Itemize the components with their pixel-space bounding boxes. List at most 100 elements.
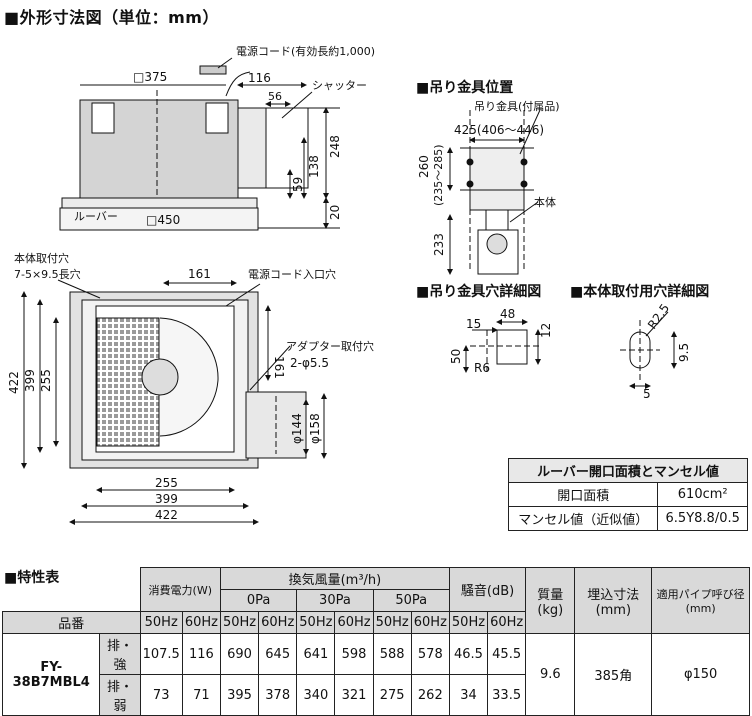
louver-panel (61, 197, 258, 209)
dim-48: 48 (500, 307, 515, 321)
hz-cell: 50Hz (372, 611, 412, 634)
cell: 645 (258, 633, 298, 675)
dim-422-vertical: 422 (7, 371, 21, 394)
cell: 116 (181, 633, 221, 675)
header-embed: 埋込寸法(mm) (574, 567, 653, 634)
bracket-left (91, 102, 115, 134)
embed-value: 385角 (574, 633, 653, 716)
cell: 107.5 (139, 633, 183, 675)
louver-munsell-label: マンセル値（近似値） (507, 506, 659, 531)
header-noise: 騒音(dB) (448, 567, 527, 612)
label-adapter-hole-size: 2-φ5.5 (290, 356, 329, 370)
cell: 33.5 (487, 674, 527, 716)
hz-cell: 60Hz (487, 611, 527, 634)
louver-table-title: ルーバー開口面積とマンセル値 (508, 458, 748, 483)
hz-cell: 60Hz (258, 611, 298, 634)
spec-table: 消費電力(W) 換気風量(m³/h) 騒音(dB) 質量(kg) 埋込寸法(mm… (1, 567, 750, 716)
header-0pa: 0Pa (219, 589, 298, 612)
cell: 275 (372, 674, 412, 716)
section-body-hole: ■本体取付用穴詳細図 (570, 283, 709, 300)
dim-255-vertical: 255 (39, 369, 53, 392)
louver-munsell-value: 6.5Y8.8/0.5 (657, 506, 748, 531)
header-mass: 質量(kg) (525, 567, 576, 634)
label-mount-hole-size: 7-5×9.5長穴 (14, 267, 81, 281)
mode-weak: 排・弱 (99, 674, 141, 716)
dim-hanger-260: 260 (417, 155, 431, 178)
label-cord-inlet: 電源コード入口穴 (248, 267, 336, 281)
dim-161-vertical: 161 (272, 356, 286, 379)
label-body: 本体 (534, 195, 556, 209)
dim-r2-5: R2.5 (645, 301, 672, 331)
cell: 45.5 (487, 633, 527, 675)
shutter-box (265, 107, 309, 189)
hz-cell: 60Hz (181, 611, 221, 634)
label-mount-hole: 本体取付穴 (14, 251, 69, 265)
cell: 578 (410, 633, 450, 675)
section-hanger-position: ■吊り金具位置 (416, 79, 513, 96)
louver-open-area-value: 610cm² (657, 482, 748, 507)
hanger-position-view (447, 109, 541, 275)
louver-open-area-label: 開口面積 (507, 482, 659, 507)
model-number: FY-38B7MBL4 (1, 633, 101, 716)
header-power: 消費電力(W) (139, 567, 221, 612)
duct-adapter (237, 107, 267, 189)
label-power-cord: 電源コード(有効長約1,000) (236, 44, 375, 58)
header-30pa: 30Pa (296, 589, 374, 612)
hz-cell: 50Hz (139, 611, 183, 634)
dim-r6: R6 (474, 361, 490, 375)
cell: 641 (296, 633, 336, 675)
cell: 598 (334, 633, 374, 675)
hanger-hole-detail (463, 319, 541, 373)
cell: 690 (219, 633, 260, 675)
dim-422-horizontal: 422 (155, 508, 178, 522)
dim-9-5: 9.5 (677, 343, 691, 362)
dim-248: 248 (328, 135, 342, 158)
dim-399-vertical: 399 (23, 369, 37, 392)
cell: 73 (139, 674, 183, 716)
cell: 395 (219, 674, 260, 716)
side-view (59, 65, 340, 231)
dim-255-horizontal: 255 (155, 476, 178, 490)
page-heading: ■外形寸法図（単位：mm） (4, 8, 219, 27)
hz-cell: 50Hz (448, 611, 489, 634)
cell: 588 (372, 633, 412, 675)
dim-50: 50 (449, 349, 463, 364)
bracket-right (205, 102, 229, 134)
dim-5: 5 (643, 387, 651, 401)
hz-cell: 60Hz (410, 611, 450, 634)
body-hole-detail (620, 311, 677, 389)
dim-56: 56 (268, 90, 282, 103)
dim-15: 15 (466, 317, 481, 331)
cell: 340 (296, 674, 336, 716)
dim-top-size: □375 (133, 70, 167, 84)
dim-399-horizontal: 399 (155, 492, 178, 506)
dim-hanger-260-range: (235～285) (432, 144, 445, 206)
louver-table: ルーバー開口面積とマンセル値 開口面積 610cm² マンセル値（近似値） 6.… (507, 458, 748, 531)
pipe-value: φ150 (651, 633, 750, 716)
dim-phi-144: φ144 (290, 413, 304, 444)
cell: 262 (410, 674, 450, 716)
header-model: 品番 (2, 611, 141, 634)
table-row: FY-38B7MBL4 排・強 107.5 116 690 645 641 59… (1, 633, 750, 716)
mode-strong: 排・強 (99, 633, 141, 675)
hz-cell: 50Hz (296, 611, 336, 634)
hz-cell: 50Hz (219, 611, 260, 634)
cell: 71 (181, 674, 221, 716)
section-hanger-hole: ■吊り金具穴詳細図 (416, 283, 541, 300)
dim-hanger-425: 425(406～446) (454, 123, 544, 137)
cell: 378 (258, 674, 298, 716)
dim-116: 116 (248, 71, 271, 85)
dim-louver-size: □450 (146, 213, 180, 227)
cell: 34 (448, 674, 489, 716)
dim-20: 20 (328, 205, 342, 220)
label-adapter-hole: アダプター取付穴 (286, 339, 374, 353)
header-50pa: 50Pa (372, 589, 450, 612)
label-shutter: シャッター (312, 79, 367, 92)
plan-view (21, 279, 327, 525)
header-airflow: 換気風量(m³/h) (219, 567, 450, 590)
cell: 46.5 (448, 633, 489, 675)
cell: 321 (334, 674, 374, 716)
dim-138: 138 (307, 155, 321, 178)
header-pipe: 適用パイプ呼び径(mm) (651, 567, 750, 634)
